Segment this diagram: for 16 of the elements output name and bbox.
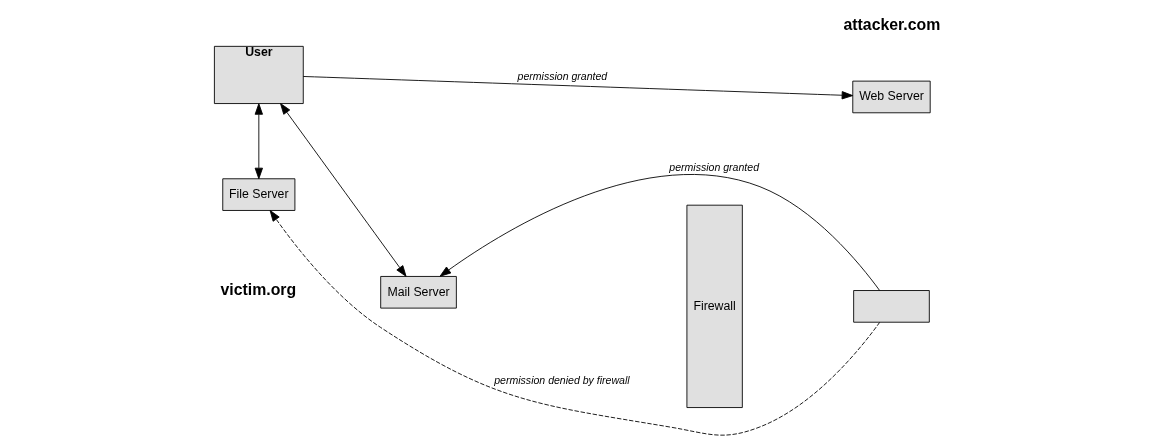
node-box: Mail Server bbox=[380, 276, 457, 309]
arrow bbox=[269, 210, 881, 436]
edge-label: permission granted bbox=[669, 161, 760, 174]
node-box: Web Server bbox=[852, 80, 931, 114]
edge-label: permission granted bbox=[517, 69, 608, 82]
arrow bbox=[254, 103, 263, 180]
label: victim.org bbox=[220, 281, 297, 299]
arrow bbox=[280, 103, 407, 277]
label: attacker.com bbox=[843, 16, 941, 34]
arrow bbox=[302, 76, 854, 100]
node-box: File Server bbox=[222, 178, 296, 211]
node-box: Firewall bbox=[686, 204, 743, 408]
node-box: User bbox=[213, 45, 304, 104]
arrow bbox=[439, 174, 880, 291]
edge-label: permission denied by firewall bbox=[494, 374, 630, 387]
node-box bbox=[853, 290, 930, 323]
